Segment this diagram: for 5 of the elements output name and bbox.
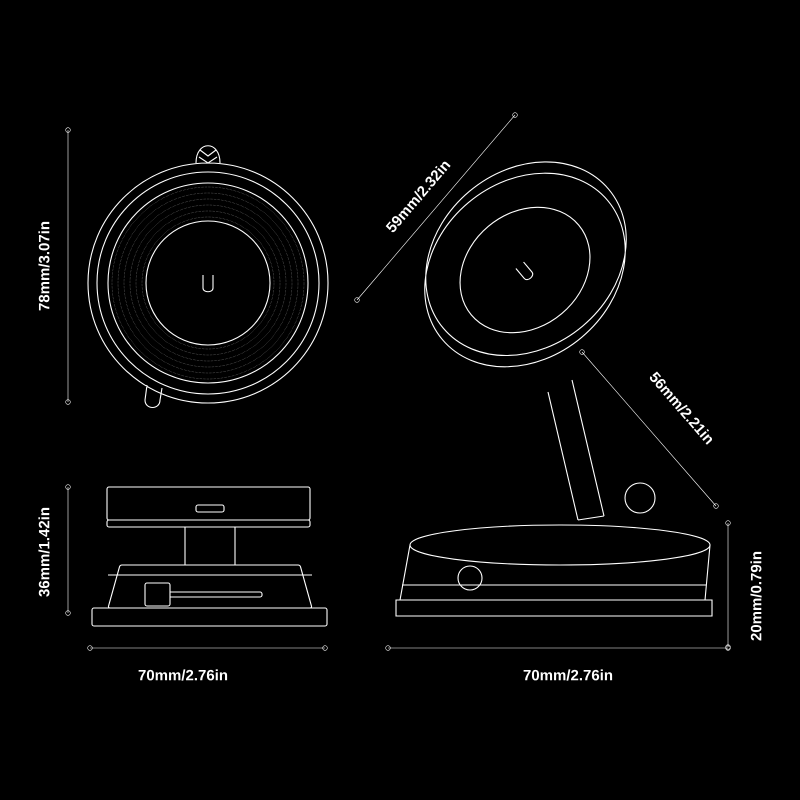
dimension-label: 36mm/1.42in [38, 508, 50, 597]
dimension-label: 20mm/0.79in [750, 552, 762, 641]
dimension-label: 70mm/2.76in [138, 669, 228, 681]
dimension-label: 70mm/2.76in [524, 669, 612, 681]
dimension-label: 78mm/3.07in [38, 222, 50, 310]
